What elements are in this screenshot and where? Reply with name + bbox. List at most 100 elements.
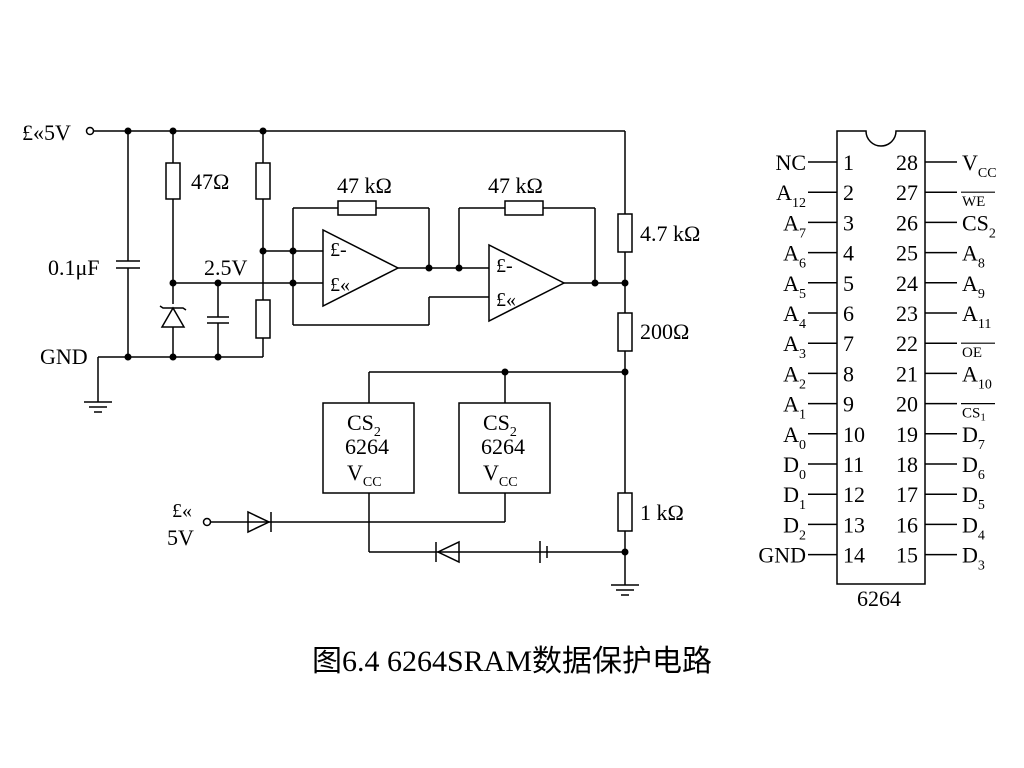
pin-name: D3 <box>962 543 985 574</box>
pin-number: 27 <box>896 180 918 205</box>
pin-right-23: 23 A11 <box>896 301 991 332</box>
pin-number: 9 <box>843 392 854 417</box>
r47-label: 47Ω <box>191 169 229 194</box>
circuit-wiring <box>84 126 639 596</box>
chip2-vcc: VCC <box>483 460 518 490</box>
pin-name: A2 <box>783 361 806 392</box>
pin-right-26: 26 CS2 <box>896 210 996 241</box>
pin-name: A10 <box>962 361 992 392</box>
pin-name: A1 <box>783 392 806 423</box>
pin-number: 11 <box>843 452 864 477</box>
pin-number: 5 <box>843 271 854 296</box>
pin-left-12: 12 D1 <box>783 482 865 513</box>
pin-name: D6 <box>962 452 985 483</box>
pin-number: 26 <box>896 210 918 235</box>
pin-number: 4 <box>843 241 854 266</box>
feedback1-label: 47 kΩ <box>337 173 392 198</box>
pin-number: 18 <box>896 452 918 477</box>
pin-name: D7 <box>962 422 985 453</box>
cap-label: 0.1μF <box>48 255 100 280</box>
pin-left-2: 2 A12 <box>776 180 854 211</box>
pin-name: D0 <box>783 452 806 483</box>
pin-name: A11 <box>962 301 991 332</box>
opamp1-minus: £- <box>330 239 347 261</box>
pin-name: VCC <box>962 150 997 181</box>
pinout-diagram: 6264 1NC2A123A74A65A56A47A38A29A110A011D… <box>758 130 997 611</box>
pin-name: A4 <box>783 301 806 332</box>
pin-number: 1 <box>843 150 854 175</box>
pin-number: 22 <box>896 331 918 356</box>
pin-number: 6 <box>843 301 854 326</box>
circuit-labels: £«5V GND 0.1μF 47Ω 2.5V 47 kΩ 47 kΩ 4.7 … <box>22 120 700 550</box>
pin-right-15: 15 D3 <box>896 543 985 574</box>
pin-left-4: 4 A6 <box>783 241 854 272</box>
pin-number: 12 <box>843 482 865 507</box>
pin-left-1: 1NC <box>775 150 854 175</box>
figure-caption: 图6.4 6264SRAM数据保护电路 <box>311 645 713 678</box>
pin-name: D4 <box>962 512 985 543</box>
pin-left-7: 7 A3 <box>783 331 854 362</box>
opamp2-minus: £- <box>496 255 513 277</box>
pin-name: A5 <box>783 271 806 302</box>
pin-right-19: 19 D7 <box>896 422 985 453</box>
pin-number: 20 <box>896 392 918 417</box>
pin-number: 16 <box>896 512 918 537</box>
pin-name: WE <box>962 194 985 210</box>
junction-dots <box>124 127 629 556</box>
vin-label: £«5V <box>22 120 71 145</box>
pin-left-13: 13 D2 <box>783 512 865 543</box>
pin-name: CS2 <box>962 210 996 241</box>
pin-number: 17 <box>896 482 918 507</box>
pin-right-24: 24 A9 <box>896 271 985 302</box>
pin-left-5: 5 A5 <box>783 271 854 302</box>
chip1-vcc: VCC <box>347 460 382 490</box>
pin-number: 21 <box>896 361 918 386</box>
pin-number: 15 <box>896 543 918 568</box>
ref-voltage-label: 2.5V <box>204 255 248 280</box>
pin-left-11: 11 D0 <box>783 452 864 483</box>
pin-number: 2 <box>843 180 854 205</box>
pin-left-6: 6 A4 <box>783 301 854 332</box>
pin-name: A6 <box>783 241 806 272</box>
gnd-label: GND <box>40 344 88 369</box>
chip1-cs: CS2 <box>347 410 381 440</box>
pin-name: D5 <box>962 482 985 513</box>
pin-right-28: 28 VCC <box>896 150 997 181</box>
battery-plus: £« <box>172 500 192 522</box>
pin-right-17: 17 D5 <box>896 482 985 513</box>
feedback2-label: 47 kΩ <box>488 173 543 198</box>
pin-number: 23 <box>896 301 918 326</box>
pin-number: 13 <box>843 512 865 537</box>
pin-name: A9 <box>962 271 985 302</box>
pin-name: A12 <box>776 180 806 211</box>
pin-number: 19 <box>896 422 918 447</box>
pin-name: A3 <box>783 331 806 362</box>
r200-label: 200Ω <box>640 319 689 344</box>
pin-name: GND <box>758 543 806 568</box>
pin-left-8: 8A2 <box>783 361 854 392</box>
pin-left-3: 3A7 <box>783 210 854 241</box>
pin-name: A7 <box>783 210 806 241</box>
r1k-label: 1 kΩ <box>640 500 684 525</box>
chip2-cs: CS2 <box>483 410 517 440</box>
pin-number: 7 <box>843 331 854 356</box>
pin-right-21: 21 A10 <box>896 361 992 392</box>
opamp2-plus: £« <box>496 289 516 311</box>
pin-number: 10 <box>843 422 865 447</box>
pin-name: OE <box>962 345 982 361</box>
pin-number: 24 <box>896 271 918 296</box>
pin-name: D2 <box>783 512 806 543</box>
pin-name: CS1 <box>962 406 986 424</box>
pin-name: D1 <box>783 482 806 513</box>
pin-left-9: 9 A1 <box>783 392 854 423</box>
pinout-chip-name: 6264 <box>857 586 901 611</box>
pin-number: 28 <box>896 150 918 175</box>
